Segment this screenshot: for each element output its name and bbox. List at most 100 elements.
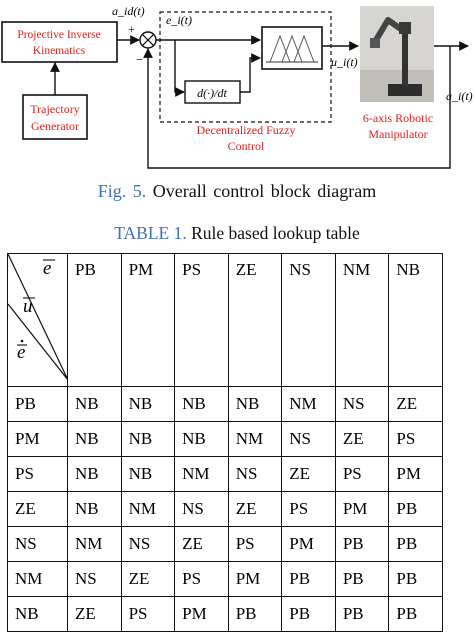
table-caption-text: Rule based lookup table	[191, 223, 360, 243]
figure-caption: Fig. 5. Overall control block diagram	[0, 181, 474, 202]
figure-caption-text: Overall control block diagram	[152, 181, 377, 201]
row-header-ns: NS	[7, 526, 68, 562]
corner-error-symbol: e	[43, 258, 52, 279]
table-cell: PB	[334, 526, 390, 562]
table-corner-cell: e u e	[7, 253, 68, 387]
table-cell: PM	[174, 596, 229, 632]
table-cell: PB	[388, 596, 443, 632]
table-cell: PS	[120, 596, 176, 632]
feedback-path	[143, 46, 451, 169]
fuzzy-control-label: Decentralized Fuzzy	[197, 123, 296, 137]
table-cell: PB	[388, 526, 443, 562]
table-cell: ZE	[120, 561, 176, 597]
column-header-nm: NM	[334, 253, 390, 387]
table-cell: NB	[67, 491, 122, 527]
row-header-nm: NM	[7, 561, 68, 597]
table-cell: ZE	[388, 386, 443, 422]
table-cell: NM	[67, 526, 122, 562]
summing-junction	[139, 31, 157, 49]
table-cell: PB	[388, 561, 443, 597]
table-cell: NB	[120, 386, 176, 422]
corner-diagonals	[8, 254, 68, 380]
table-cell: NM	[227, 421, 283, 457]
table-cell: NM	[281, 386, 336, 422]
table-cell: NM	[120, 491, 176, 527]
table-cell: ZE	[281, 456, 336, 492]
column-header-ns: NS	[281, 253, 336, 387]
table-cell: NB	[120, 456, 176, 492]
table-cell: PB	[227, 596, 283, 632]
column-header-nb: NB	[388, 253, 443, 387]
table-cell: NS	[281, 421, 336, 457]
column-header-pb: PB	[67, 253, 122, 387]
derivative-label: d(·)/dt	[197, 86, 227, 100]
table-cell: NB	[174, 386, 229, 422]
table-cell: NB	[120, 421, 176, 457]
membership-functions-icon	[266, 34, 318, 63]
table-cell: PS	[281, 491, 336, 527]
table-cell: PM	[281, 526, 336, 562]
table-cell: NB	[67, 386, 122, 422]
robot-photo	[360, 6, 434, 102]
table-caption-label: TABLE 1.	[114, 223, 187, 243]
table-cell: NB	[174, 421, 229, 457]
row-header-ps: PS	[7, 456, 68, 492]
error-to-derivative-path	[174, 40, 185, 97]
figure-caption-label: Fig. 5.	[97, 181, 147, 201]
trajectory-generator-block	[22, 94, 88, 140]
column-header-ze: ZE	[227, 253, 283, 387]
row-header-pb: PB	[7, 386, 68, 422]
column-header-pm: PM	[120, 253, 176, 387]
fuzzy-control-label-2: Control	[228, 139, 265, 153]
table-cell: NS	[67, 561, 122, 597]
table-cell: PB	[281, 596, 336, 632]
control-signal-label: u_i(t)	[331, 55, 358, 69]
fuzzy-control-boundary	[159, 11, 332, 123]
table-cell: ZE	[67, 596, 122, 632]
table-cell: PM	[334, 491, 390, 527]
table-cell: PS	[227, 526, 283, 562]
table-cell: PB	[334, 596, 390, 632]
minus-sign: −	[136, 52, 143, 67]
inverse-kinematics-label: Projective Inverse	[17, 29, 100, 41]
table-cell: NS	[334, 386, 390, 422]
column-header-ps: PS	[174, 253, 229, 387]
inverse-kinematics-label-2: Kinematics	[33, 45, 86, 57]
control-block-diagram: Projective Inverse Kinematics Trajectory…	[1, 4, 473, 169]
table-cell: PS	[334, 456, 390, 492]
row-header-ze: ZE	[7, 491, 68, 527]
corner-output-symbol: u	[23, 296, 33, 317]
table-cell: NS	[227, 456, 283, 492]
table-cell: PS	[388, 421, 443, 457]
row-header-pm: PM	[7, 421, 68, 457]
reference-signal-label: a_id(t)	[112, 4, 145, 18]
error-signal-label: e_i(t)	[166, 13, 192, 27]
inverse-kinematics-block	[1, 21, 118, 63]
table-cell: PB	[334, 561, 390, 597]
table-cell: PM	[227, 561, 283, 597]
table-cell: ZE	[334, 421, 390, 457]
corner-error-rate-symbol: e	[17, 342, 26, 363]
robot-label-2: Manipulator	[368, 127, 427, 141]
trajectory-label: Trajectory	[30, 102, 80, 116]
robot-label: 6-axis Robotic	[363, 111, 433, 125]
derivative-to-fuzzy-path	[240, 53, 261, 93]
fuzzy-inference-block	[261, 26, 323, 70]
table-cell: PB	[388, 491, 443, 527]
table-caption: TABLE 1. Rule based lookup table	[0, 223, 474, 244]
table-cell: PB	[281, 561, 336, 597]
table-cell: NM	[174, 456, 229, 492]
table-cell: NB	[67, 421, 122, 457]
table-cell: ZE	[227, 491, 283, 527]
output-signal-label: a_i(t)	[446, 89, 473, 103]
table-cell: NB	[227, 386, 283, 422]
table-cell: NB	[67, 456, 122, 492]
